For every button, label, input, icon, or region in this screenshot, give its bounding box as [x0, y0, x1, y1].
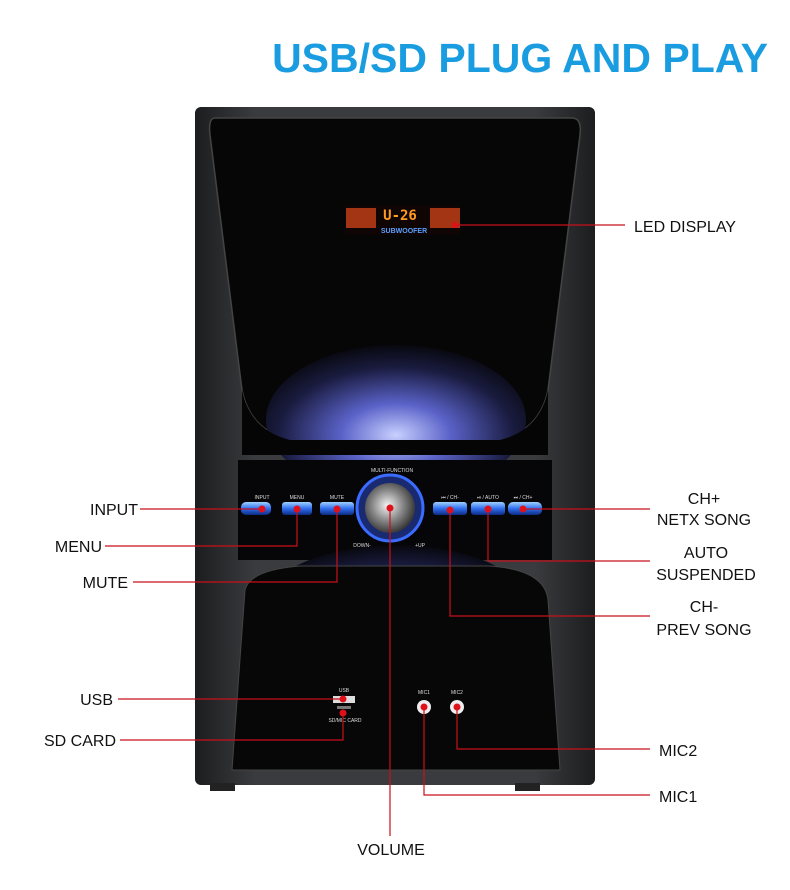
- led-subtitle: SUBWOOFER: [381, 228, 427, 235]
- callout-mic2: MIC2: [659, 743, 697, 760]
- led-display: U-26 SUBWOOFER: [345, 205, 460, 235]
- callout-ch-minus-2: PREV SONG: [656, 622, 751, 639]
- callout-ch-plus-2: NETX SONG: [657, 512, 751, 529]
- callout-input: INPUT: [90, 502, 138, 519]
- button-ch-minus-label: ⏮ / CH-: [441, 495, 459, 501]
- callout-mute: MUTE: [83, 575, 128, 592]
- callout-volume: VOLUME: [357, 842, 425, 859]
- callout-lines: [105, 224, 650, 836]
- callout-auto-1: AUTO: [684, 545, 728, 562]
- usb-port-label: USB: [339, 688, 350, 694]
- sd-port-label: SD/MIC CARD: [328, 718, 361, 724]
- callout-usb: USB: [80, 692, 113, 709]
- knob-down-label: DOWN-: [353, 543, 371, 549]
- panel-label: MULTI-FUNCTION: [371, 468, 414, 474]
- callout-ch-plus-1: CH+: [688, 491, 720, 508]
- speaker-cabinet: [195, 107, 595, 791]
- knob-up-label: +UP: [415, 543, 426, 549]
- upper-woofer: [266, 345, 526, 495]
- mic2-port-label: MIC2: [451, 690, 463, 696]
- button-input-label: INPUT: [255, 495, 270, 501]
- callout-ch-minus-1: CH-: [690, 599, 718, 616]
- sd-card-slot[interactable]: [337, 706, 351, 709]
- callout-sd-card: SD CARD: [44, 733, 116, 750]
- button-menu-label: MENU: [290, 495, 305, 501]
- mic1-port-label: MIC1: [418, 690, 430, 696]
- callout-auto-2: SUSPENDED: [656, 567, 756, 584]
- callout-menu: MENU: [55, 539, 102, 556]
- callout-mic1: MIC1: [659, 789, 697, 806]
- page-title: USB/SD PLUG AND PLAY: [272, 35, 768, 81]
- callout-dots: [258, 222, 527, 717]
- callout-led-display: LED DISPLAY: [634, 219, 736, 236]
- button-ch-plus-label: ⏭ / CH+: [514, 495, 533, 501]
- led-readout: U-26: [383, 208, 417, 224]
- button-auto-label: ⏯ / AUTO: [477, 495, 499, 501]
- button-mute-label: MUTE: [330, 495, 345, 501]
